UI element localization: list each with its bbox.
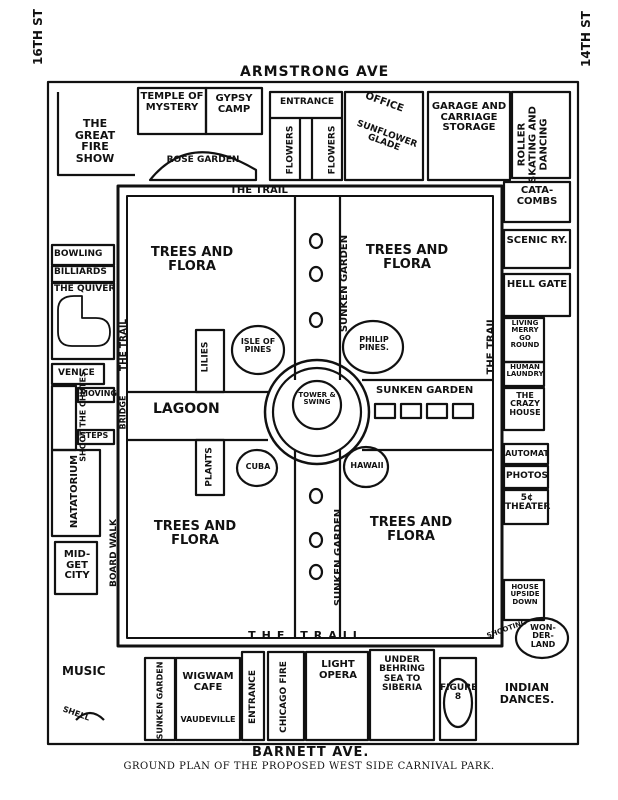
hell-gate-label: HELL GATE [506, 279, 568, 290]
living-merry-go-round-label: LIVING MERRY GO ROUND [510, 319, 540, 350]
hawaii-label: HAWAII [350, 461, 384, 470]
moving-label: MOVING [80, 389, 117, 398]
steps-label: STEPS [80, 431, 109, 440]
temple-of-mystery-label: TEMPLE OF MYSTERY [140, 91, 204, 113]
plants-arm [194, 438, 226, 497]
bridge-label: BRIDGE [118, 395, 128, 430]
sunken-garden-north-label: SUNKEN GARDEN [339, 234, 351, 333]
hawaii-island [342, 445, 390, 489]
cuba-island [235, 448, 279, 488]
garage-label: GARAGE AND CARRIAGE STORAGE [431, 101, 507, 133]
catacombs-label: CATA- COMBS [516, 185, 558, 207]
great-fire-show-label: THE GREAT FIRE SHOW [74, 117, 116, 165]
crazy-house-label: THE CRAZY HOUSE [509, 391, 541, 417]
philip-pines-island [341, 319, 405, 375]
flowers-left-label: FLOWERS [285, 125, 296, 175]
rose-garden-label: ROSE GARDEN [166, 155, 240, 165]
map-caption: GROUND PLAN OF THE PROPOSED WEST SIDE CA… [123, 761, 495, 772]
house-upside-down-label: HOUSE UPSIDE DOWN [510, 583, 540, 606]
gypsy-camp-label: GYPSY CAMP [215, 93, 253, 115]
sunken-garden-south-label: SUNKEN GARDEN [333, 508, 345, 607]
roller-skating-label: ROLLER SKATING AND DANCING [516, 106, 550, 183]
billiards-label: BILLIARDS [54, 267, 107, 277]
tower-swing-label: TOWER & SWING [298, 391, 336, 407]
plants-label: PLANTS [204, 447, 215, 487]
tower-circle [291, 379, 343, 431]
music-label: MUSIC [62, 664, 106, 678]
midget-city-label: MID- GET CITY [63, 549, 91, 581]
wigwam-cafe-label: WIGWAM CAFE [182, 671, 234, 693]
trees-flora-sw-label: TREES AND FLORA [153, 519, 237, 548]
central-circle-outer [263, 358, 371, 466]
lagoon-label: LAGOON [153, 401, 220, 417]
east-street-label: 14TH ST [578, 11, 593, 67]
central-park-block [116, 184, 504, 648]
light-opera-label: LIGHT OPERA [318, 659, 358, 681]
indian-dances-label: INDIAN DANCES. [499, 681, 555, 706]
philip-pines-label: PHILIP PINES. [359, 335, 389, 353]
park-boundary [46, 80, 580, 746]
natatorium-label: NATATORIUM [69, 454, 81, 529]
scenic-railway-label: SCENIC RY. [506, 235, 568, 246]
vaudeville-label: VAUDEVILLE [180, 715, 236, 724]
wonderland-label: WON- DER- LAND [530, 623, 556, 649]
board-walk-label: BOARD WALK [108, 519, 119, 587]
south-trail-label: THE TRAIL [248, 629, 366, 642]
isle-of-pines-label: ISLE OF PINES [240, 337, 276, 355]
lilies-arm [194, 328, 226, 394]
nickel-theater-label: 5¢ THEATER [505, 493, 551, 513]
automat-label: AUTOMAT [505, 449, 549, 458]
bottom-entrance-label: ENTRANCE [248, 670, 258, 724]
human-laundry-label: HUMAN LAUNDRY [506, 363, 544, 379]
north-street-label: ARMSTRONG AVE [240, 64, 390, 80]
trees-flora-se-label: TREES AND FLORA [369, 515, 453, 544]
flowers-right-label: FLOWERS [327, 125, 338, 175]
bering-sea-label: UNDER BEHRING SEA TO SIBERIA [379, 655, 425, 694]
chicago-fire-label: CHICAGO FIRE [278, 661, 289, 733]
trees-flora-nw-label: TREES AND FLORA [150, 245, 234, 274]
bowling-label: BOWLING [54, 249, 103, 259]
photos-label: PHOTOS [505, 471, 549, 481]
west-trail-label: THE TRAIL [119, 318, 130, 372]
north-trail-label: THE TRAIL [230, 185, 288, 196]
top-entrance-label: ENTRANCE [280, 97, 334, 107]
west-street-label: 16TH ST [30, 9, 45, 65]
figure-8-label: FIGURE 8 [440, 683, 478, 703]
east-trail-label: THE TRAIL [485, 316, 497, 375]
lilies-label: LILIES [200, 341, 211, 373]
central-inner-block [126, 195, 494, 639]
the-quiver-label: THE QUIVER [54, 284, 116, 294]
sunken-garden-east-top-label: SUNKEN GARDEN [376, 385, 474, 396]
trees-flora-ne-label: TREES AND FLORA [365, 243, 449, 272]
venice-label: VENICE [58, 368, 95, 378]
bottom-sunken-garden-label: SUNKEN GARDEN [155, 661, 165, 740]
cuba-label: CUBA [245, 462, 271, 471]
shoot-the-chutes-label: SHOOT THE CHUTES [78, 371, 88, 462]
south-street-label: BARNETT AVE. [252, 745, 370, 760]
isle-of-pines-island [230, 324, 286, 376]
